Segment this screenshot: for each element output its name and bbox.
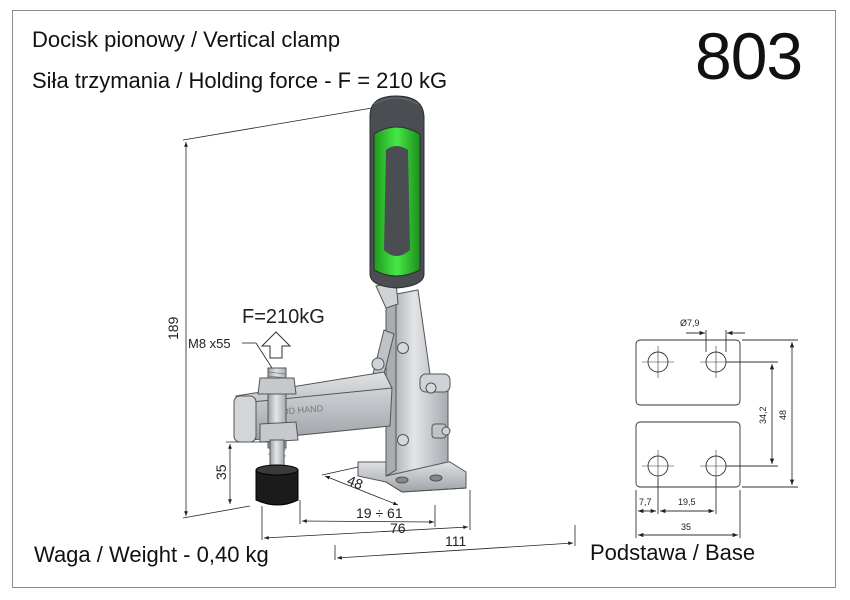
base-label: Podstawa / Base (590, 540, 756, 565)
handle-grip (369, 95, 425, 289)
dimension-lines (182, 107, 576, 560)
product-title: Docisk pionowy / Vertical clamp (32, 27, 341, 52)
drawing-frame (12, 10, 836, 588)
dim-spindle-height: 35 (213, 464, 229, 480)
dim-48: 48 (778, 410, 788, 420)
screw-label: M8 x55 (188, 336, 231, 351)
weight-label: Waga / Weight - 0,40 kg (34, 542, 269, 567)
dim-19-5: 19,5 (678, 497, 696, 507)
clamp-body: GOOD HAND (233, 281, 467, 506)
model-number: 803 (695, 19, 803, 93)
dim-7-7: 7,7 (639, 497, 652, 507)
dim-35: 35 (681, 522, 691, 532)
force-label: F=210kG (242, 306, 325, 328)
dim-hole-diameter: Ø7,9 (680, 318, 700, 328)
base-plate-diagram (635, 330, 798, 538)
holding-force-title: Siła trzymania / Holding force - F = 210… (32, 68, 448, 93)
dim-34-2: 34,2 (758, 406, 768, 424)
dim-length-total: 111 (445, 533, 466, 549)
dim-height-total: 189 (165, 316, 181, 340)
dim-base-depth: 48 (345, 472, 366, 493)
dim-spindle-range: 19 ÷ 61 (356, 505, 403, 521)
force-arrow-icon (260, 331, 292, 359)
dim-reach: 76 (390, 520, 406, 536)
